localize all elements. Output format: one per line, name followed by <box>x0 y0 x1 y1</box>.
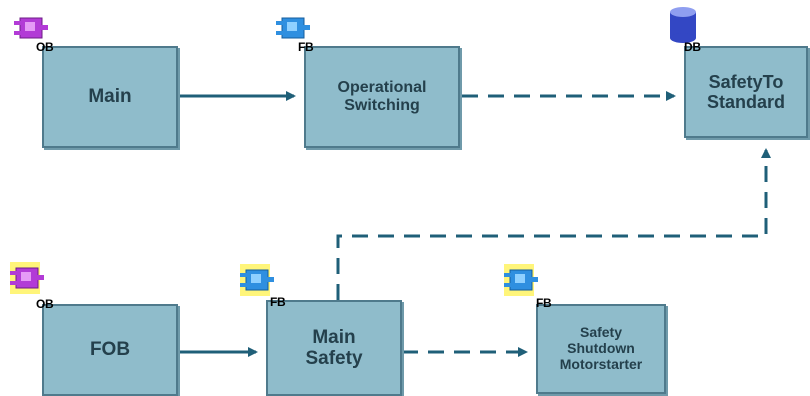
ob-safety-icon <box>10 262 44 294</box>
fob-ob-block[interactable]: FOB <box>42 304 178 396</box>
block-label: FOB <box>89 339 131 361</box>
block-type-tag: DB <box>684 40 701 54</box>
main-safety-fb-block[interactable]: Main Safety <box>266 300 402 396</box>
db-icon <box>670 7 696 43</box>
safety-shutdown-motorstarter-fb-block[interactable]: Safety Shutdown Motorstarter <box>536 304 666 394</box>
fb-icon <box>276 17 310 39</box>
block-label: Main <box>88 86 132 108</box>
block-type-tag: OB <box>36 297 54 311</box>
block-type-tag: OB <box>36 40 54 54</box>
block-type-tag: FB <box>536 296 552 310</box>
block-label: Operational Switching <box>337 79 427 114</box>
main-ob-block[interactable]: Main <box>42 46 178 148</box>
block-label: SafetyTo Standard <box>706 71 785 112</box>
operational-switching-fb-block[interactable]: Operational Switching <box>304 46 460 148</box>
ob-icon <box>14 17 48 39</box>
block-label: Safety Shutdown Motorstarter <box>559 324 643 372</box>
block-type-tag: FB <box>270 295 286 309</box>
safety-to-standard-db-block[interactable]: SafetyTo Standard <box>684 46 808 138</box>
block-type-tag: FB <box>298 40 314 54</box>
block-label: Main Safety <box>305 326 363 369</box>
fb-safety-icon <box>240 264 274 296</box>
fb-safety-icon <box>504 264 538 296</box>
main-safety-to-db-connector <box>336 148 771 300</box>
